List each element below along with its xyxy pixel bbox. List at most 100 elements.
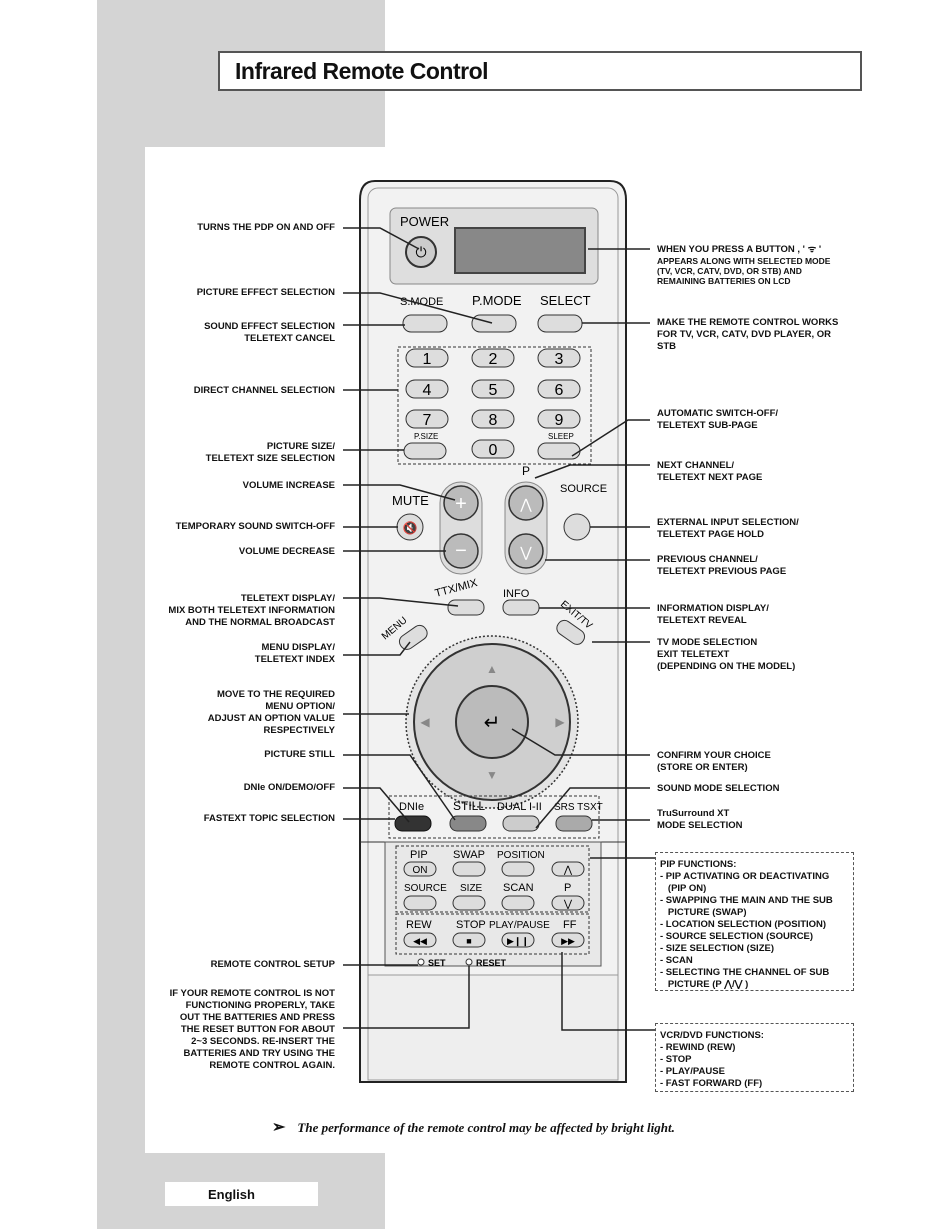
fast-forward-icon: ▶▶: [561, 936, 575, 946]
channel-down-button[interactable]: [508, 533, 544, 569]
red-button[interactable]: [394, 815, 432, 832]
digit-button-8[interactable]: [471, 409, 515, 429]
arrow-down-icon: ▼: [486, 768, 498, 782]
function-line: PIP FUNCTIONS:: [660, 859, 737, 870]
swap-button[interactable]: [452, 861, 486, 877]
play-pause-icon: ▶❙❙: [507, 936, 529, 947]
callout-line: MENU OPTION/: [265, 701, 335, 712]
pmode-button[interactable]: [471, 314, 517, 333]
smode-button[interactable]: [402, 314, 448, 333]
enter-button[interactable]: [455, 685, 529, 759]
rewind-button[interactable]: [403, 932, 437, 948]
digit-button-7[interactable]: [405, 409, 449, 429]
reset-button[interactable]: [465, 958, 473, 966]
info-button[interactable]: [502, 599, 540, 616]
yellow-button[interactable]: [502, 815, 540, 832]
chevron-up-icon: ⋀: [519, 496, 532, 512]
callout-line: (TV, VCR, CATV, DVD, OR STB) AND: [657, 266, 802, 276]
callout-line: WHEN YOU PRESS A BUTTON , ' ᯤ ': [657, 244, 822, 255]
digit-button-5[interactable]: [471, 379, 515, 399]
digit-button-1[interactable]: [405, 348, 449, 368]
pip-scan-button[interactable]: [501, 895, 535, 911]
callout-line: THE RESET BUTTON FOR ABOUT: [180, 1024, 335, 1035]
menu-button[interactable]: [397, 623, 430, 652]
pip-channel-down-button[interactable]: [551, 895, 585, 911]
right-callout: WHEN YOU PRESS A BUTTON , ' ᯤ 'APPEARS A…: [657, 244, 830, 286]
left-callout: PICTURE STILL: [264, 749, 335, 761]
scan-label: SCAN: [503, 882, 534, 894]
function-line: - FAST FORWARD (FF): [660, 1078, 763, 1089]
chevron-down-icon: ⋁: [519, 544, 532, 560]
digit-label: 1: [423, 351, 432, 368]
callout-line: TURNS THE PDP ON AND OFF: [197, 222, 335, 233]
digit-button-0[interactable]: [471, 439, 515, 459]
callout-line: DIRECT CHANNEL SELECTION: [193, 385, 335, 396]
function-line: VCR/DVD FUNCTIONS:: [660, 1030, 764, 1041]
mute-label: MUTE: [392, 493, 429, 508]
right-callout: CONFIRM YOUR CHOICE(STORE OR ENTER): [657, 750, 771, 774]
stop-button[interactable]: [452, 932, 486, 948]
select-label: SELECT: [540, 293, 591, 308]
power-button[interactable]: [405, 236, 437, 268]
volume-up-button[interactable]: [443, 485, 479, 521]
function-line: - SWAPPING THE MAIN AND THE SUB: [660, 895, 833, 906]
p-label: P: [522, 464, 530, 478]
digit-button-6[interactable]: [537, 379, 581, 399]
digit-button-3[interactable]: [537, 348, 581, 368]
power-label: POWER: [400, 214, 449, 229]
ttx-mix-button[interactable]: [447, 599, 485, 616]
exit-tv-button[interactable]: [554, 618, 587, 647]
callout-line: TELETEXT SIZE SELECTION: [205, 453, 335, 464]
right-callout: PREVIOUS CHANNEL/TELETEXT PREVIOUS PAGE: [657, 554, 786, 578]
callout-line: REMOTE CONTROL SETUP: [210, 959, 335, 970]
play-pause-button[interactable]: [501, 932, 535, 948]
reset-label: RESET: [476, 958, 507, 968]
callout-line: MODE SELECTION: [657, 820, 743, 831]
title-box: Infrared Remote Control: [218, 51, 862, 91]
blue-button[interactable]: [555, 815, 593, 832]
function-line: - SOURCE SELECTION (SOURCE): [660, 931, 814, 942]
left-callout: PICTURE SIZE/TELETEXT SIZE SELECTION: [206, 441, 335, 465]
performance-note: ➢ The performance of the remote control m…: [272, 1117, 675, 1137]
right-callout: NEXT CHANNEL/TELETEXT NEXT PAGE: [657, 460, 762, 484]
digit-button-2[interactable]: [471, 348, 515, 368]
callout-line: AUTOMATIC SWITCH-OFF/: [657, 408, 779, 419]
set-button[interactable]: [417, 958, 425, 966]
note-text: The performance of the remote control ma…: [297, 1120, 675, 1135]
digit-button-4[interactable]: [405, 379, 449, 399]
callout-line: TELETEXT DISPLAY/: [240, 593, 335, 604]
language-box: English: [165, 1182, 318, 1206]
psize-button[interactable]: [403, 442, 447, 460]
callout-line: TruSurround XT: [657, 808, 730, 819]
callout-line: PICTURE EFFECT SELECTION: [196, 287, 335, 298]
fast-forward-button[interactable]: [551, 932, 585, 948]
pip-on-button[interactable]: [403, 861, 437, 877]
left-callout: TELETEXT DISPLAY/MIX BOTH TELETEXT INFOR…: [168, 593, 335, 629]
function-line: PICTURE (SWAP): [660, 907, 747, 918]
pip-chevron-down-icon: ⋁: [563, 899, 573, 910]
stop-icon: ■: [466, 936, 471, 946]
digit-button-9[interactable]: [537, 409, 581, 429]
callout-line: PICTURE STILL: [264, 749, 335, 760]
callout-line: FASTEXT TOPIC SELECTION: [203, 813, 335, 824]
vcr-functions-box: VCR/DVD FUNCTIONS:- REWIND (REW)- STOP- …: [655, 1023, 854, 1092]
select-button[interactable]: [537, 314, 583, 333]
sleep-button[interactable]: [537, 442, 581, 460]
pip-source-button[interactable]: [403, 895, 437, 911]
callout-line: INFORMATION DISPLAY/: [657, 603, 769, 614]
pip-channel-up-button[interactable]: [551, 861, 585, 877]
plus-icon: +: [455, 493, 467, 515]
green-button[interactable]: [449, 815, 487, 832]
position-button[interactable]: [501, 861, 535, 877]
arrow-right-icon: ➢: [272, 1119, 286, 1136]
still-label: STILL: [453, 799, 485, 813]
channel-up-button[interactable]: [508, 485, 544, 521]
pip-size-button[interactable]: [452, 895, 486, 911]
source-button[interactable]: [563, 513, 591, 541]
callout-line: (STORE OR ENTER): [657, 762, 748, 773]
info-label: INFO: [503, 588, 530, 600]
